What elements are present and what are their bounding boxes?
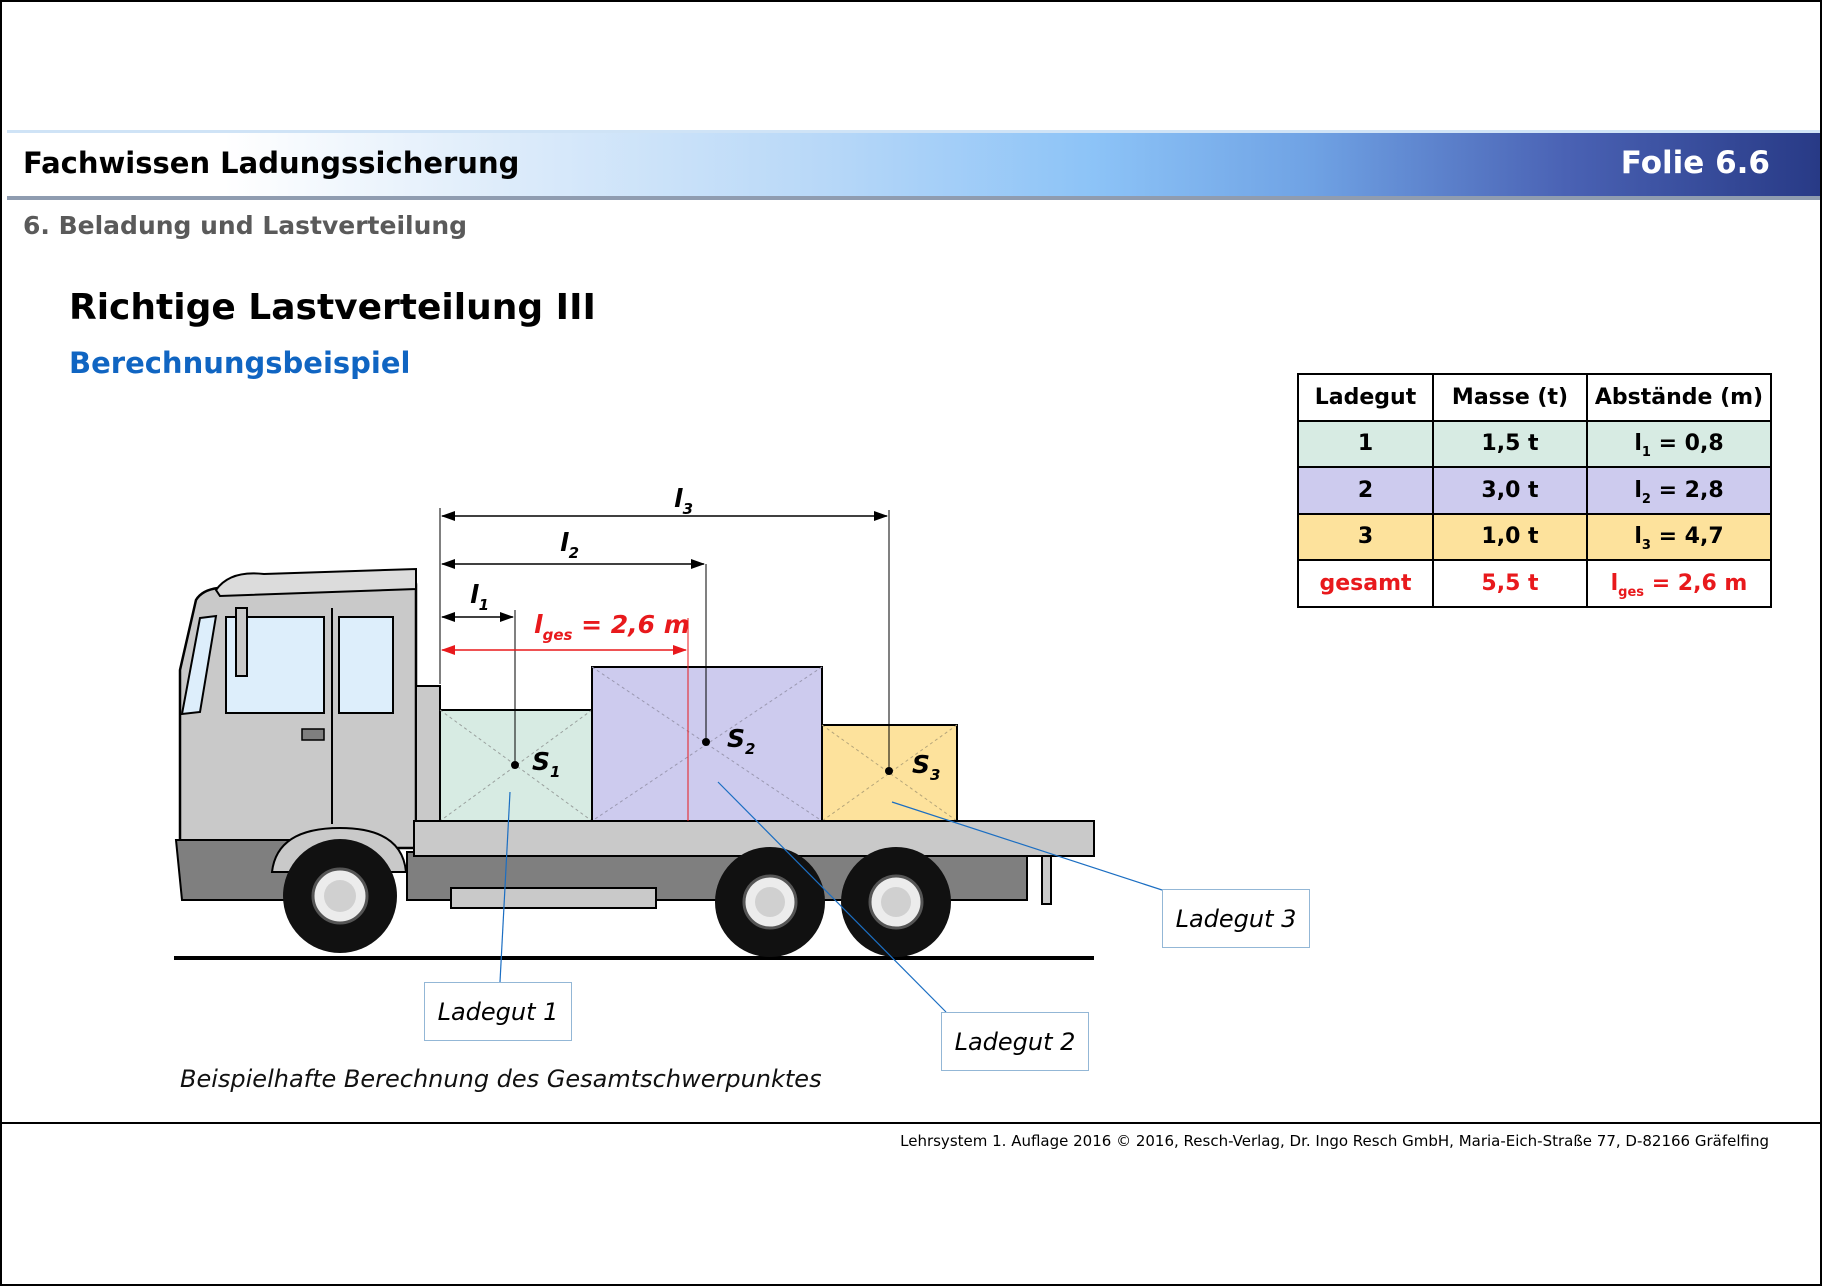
- cargo-1-diag-a: [439, 709, 593, 822]
- header-band: [7, 130, 1820, 200]
- cell-masse: 3,0 t: [1432, 466, 1588, 515]
- label-l1: l1: [470, 580, 489, 614]
- slide-subtitle: Berechnungsbeispiel: [69, 346, 411, 380]
- header-ladegut: Ladegut: [1297, 373, 1434, 422]
- cell-abstand-total: lges = 2,6 m: [1586, 559, 1772, 608]
- header-title: Fachwissen Ladungssicherung: [23, 146, 520, 180]
- callout-ladegut-2: Ladegut 2: [941, 1012, 1089, 1071]
- cell-masse: 1,5 t: [1432, 419, 1588, 468]
- center-s2-dot: [702, 738, 710, 746]
- label-lges: lges = 2,6 m: [534, 610, 690, 644]
- slide-title: Richtige Lastverteilung III: [69, 287, 596, 328]
- label-l3: l3: [674, 484, 693, 518]
- footer-divider: [2, 1122, 1820, 1124]
- diagram-caption: Beispielhafte Berechnung des Gesamtschwe…: [180, 1065, 822, 1093]
- cab-roof: [214, 567, 417, 598]
- cell-masse-total: 5,5 t: [1432, 559, 1588, 608]
- rear-wheel-2: [841, 847, 951, 957]
- mirror-arm: [235, 607, 248, 677]
- center-s3-dot: [885, 767, 893, 775]
- rear-post: [1041, 853, 1052, 905]
- cell-masse: 1,0 t: [1432, 512, 1588, 561]
- callout-ladegut-3: Ladegut 3: [1162, 889, 1310, 948]
- header-abstaende: Abstände (m): [1586, 373, 1772, 422]
- side-window-2: [338, 616, 394, 714]
- label-s1: S1: [532, 747, 560, 781]
- cell-abstand: l1 = 0,8: [1586, 419, 1772, 468]
- leader-ladegut-1: [499, 791, 511, 983]
- cell-abstand: l2 = 2,8: [1586, 466, 1772, 515]
- label-s2: S2: [727, 724, 755, 758]
- callout-ladegut-1: Ladegut 1: [424, 982, 572, 1041]
- table-row: 3 1,0 t l3 = 4,7: [1297, 512, 1772, 561]
- cargo-3-diag-a: [821, 724, 958, 822]
- rear-wheel-1: [715, 847, 825, 957]
- center-s1-dot: [511, 761, 519, 769]
- table-header-row: Ladegut Masse (t) Abstände (m): [1297, 373, 1772, 422]
- table-row: 2 3,0 t l2 = 2,8: [1297, 466, 1772, 515]
- leader-ladegut-3: [891, 801, 1163, 891]
- section-title: 6. Beladung und Lastverteilung: [23, 211, 468, 240]
- footer-copyright: Lehrsystem 1. Auflage 2016 © 2016, Resch…: [900, 1132, 1769, 1150]
- cell-ladegut: 1: [1297, 419, 1434, 468]
- cargo-1-diag-b: [439, 709, 593, 822]
- slide-number: Folie 6.6: [1620, 145, 1770, 181]
- front-wheel: [283, 839, 397, 953]
- cell-ladegut: 3: [1297, 512, 1434, 561]
- cell-ladegut-total: gesamt: [1297, 559, 1434, 608]
- front-window: [180, 614, 218, 716]
- rear-wall: [415, 685, 441, 823]
- table-row: 1 1,5 t l1 = 0,8: [1297, 419, 1772, 468]
- label-l2: l2: [560, 528, 579, 562]
- door-handle: [301, 728, 325, 741]
- table-total-row: gesamt 5,5 t lges = 2,6 m: [1297, 559, 1772, 608]
- cell-ladegut: 2: [1297, 466, 1434, 515]
- header-masse: Masse (t): [1432, 373, 1588, 422]
- side-step: [450, 887, 657, 909]
- mass-distance-table: Ladegut Masse (t) Abstände (m) 1 1,5 t l…: [1297, 373, 1772, 608]
- leader-ladegut-2: [717, 781, 947, 1013]
- cargo-3-diag-b: [821, 724, 958, 822]
- label-s3: S3: [912, 750, 940, 784]
- cell-abstand: l3 = 4,7: [1586, 512, 1772, 561]
